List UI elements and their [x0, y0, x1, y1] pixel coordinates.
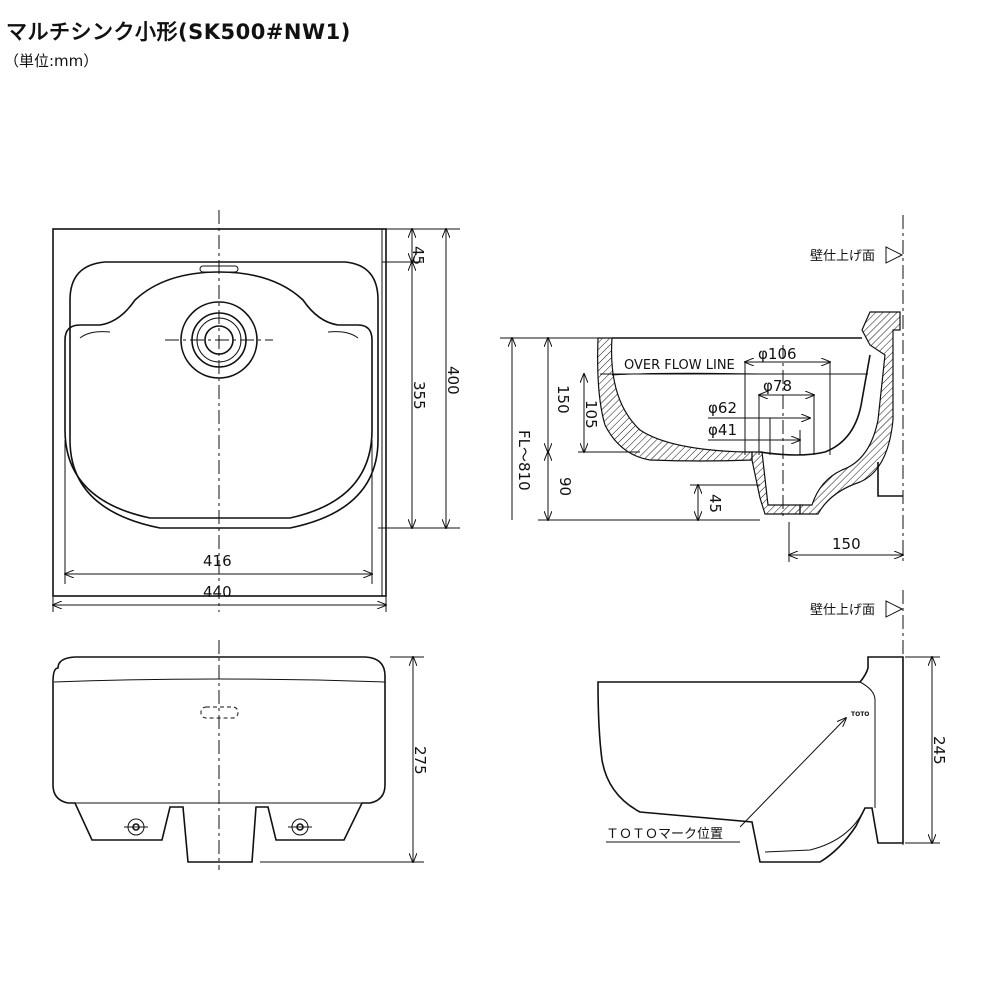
section-body-drain: [751, 451, 801, 515]
triangle-right-icon: [885, 246, 904, 264]
front-view: 275: [52, 640, 429, 870]
top-view: 45 355 400 416 440: [53, 210, 462, 612]
side-view: 壁仕上げ面 TOTO ＴＯＴＯマーク位置 245: [597, 590, 948, 863]
dim-phi62: φ62: [708, 399, 737, 417]
top-basin-bowl: [64, 271, 373, 519]
section-support: [877, 462, 903, 497]
dim-front-275: 275: [411, 746, 429, 775]
dim-sec-150-bottom: 150: [832, 535, 861, 553]
page-title: マルチシンク小形(SK500#NW1): [6, 20, 351, 44]
section-body-right: [799, 311, 901, 515]
dim-side-245: 245: [930, 736, 948, 765]
floor-level-label: FL～810: [515, 430, 533, 491]
toto-logo: TOTO: [851, 711, 869, 718]
section-view: 壁仕上げ面 φ106 φ78 φ62 φ41 OVER FLOW LINE: [500, 215, 903, 565]
top-inner-rim: [69, 261, 379, 529]
unit-note: （単位:mm）: [4, 52, 99, 70]
toto-mark-position-label: ＴＯＴＯマーク位置: [606, 827, 723, 842]
dim-top-355: 355: [410, 381, 428, 410]
dim-top-416: 416: [203, 552, 232, 570]
wall-surface-label-top: 壁仕上げ面: [810, 249, 875, 264]
side-outline: [597, 656, 904, 863]
triangle-right-icon: [885, 600, 904, 618]
overflow-line-label: OVER FLOW LINE: [624, 358, 735, 373]
dim-top-440: 440: [203, 583, 232, 601]
dim-top-45: 45: [409, 246, 427, 265]
dim-sec-45: 45: [706, 494, 724, 513]
section-body-left: [597, 337, 753, 462]
dim-phi41: φ41: [708, 421, 737, 439]
dim-top-400: 400: [444, 366, 462, 395]
dim-phi106: φ106: [758, 345, 797, 363]
dim-sec-105: 105: [582, 400, 600, 429]
dim-sec-150: 150: [554, 385, 572, 414]
dim-phi78: φ78: [763, 377, 792, 395]
dim-sec-90: 90: [556, 477, 574, 496]
wall-surface-label-bottom: 壁仕上げ面: [810, 603, 875, 618]
